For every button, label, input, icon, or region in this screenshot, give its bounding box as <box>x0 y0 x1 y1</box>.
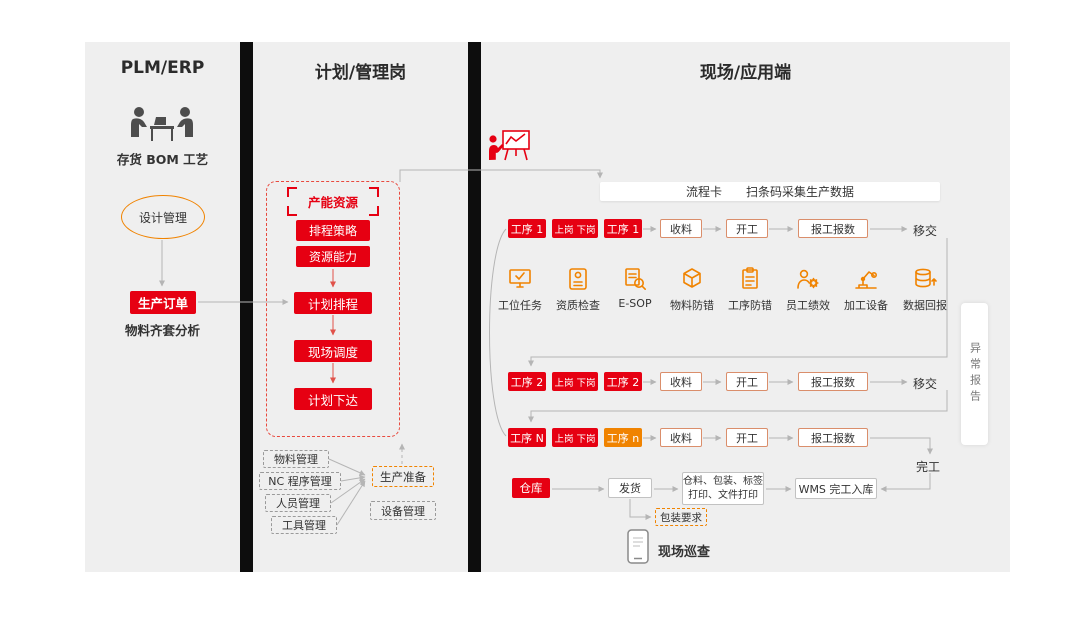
onoff-duty-box: 上岗 下岗 <box>552 428 598 447</box>
capacity-resource-node: 产能资源 <box>287 187 379 216</box>
warehouse-node: 仓库 <box>512 478 550 498</box>
machining-equipment-icon <box>855 271 877 289</box>
onoff-duty-box: 上岗 下岗 <box>552 219 598 238</box>
personnel-mgmt-node: 人员管理 <box>265 494 331 512</box>
workstation-task-icon <box>509 269 531 288</box>
onoff-duty-box: 上岗 下岗 <box>552 372 598 391</box>
exception-report-node: 异常报告 <box>961 303 988 445</box>
employee-performance-icon <box>797 269 819 289</box>
feature-label: 资质检查 <box>556 299 600 312</box>
feature-material-errorproof: 物料防错 <box>665 266 719 316</box>
site-title: 现场/应用端 <box>699 63 792 83</box>
corner-mark-icon <box>287 206 297 216</box>
design-management-node: 设计管理 <box>121 195 205 239</box>
work-report-box: 报工报数 <box>798 372 868 391</box>
corner-mark-icon <box>287 187 297 197</box>
receive-material-box: 收料 <box>660 372 702 391</box>
corner-mark-icon <box>369 206 379 216</box>
material-errorproof-icon <box>683 268 701 288</box>
work-report-box: 报工报数 <box>798 428 868 447</box>
divider-bar-2 <box>468 42 481 572</box>
feature-label: 数据回报 <box>903 299 947 312</box>
print-line-1: 仓料、包装、标签 <box>683 476 763 487</box>
feature-label: 员工绩效 <box>786 299 830 312</box>
feature-label: 加工设备 <box>844 299 888 312</box>
feature-label: 工位任务 <box>498 299 542 312</box>
material-kitting-label: 物料齐套分析 <box>124 323 200 338</box>
start-work-box: 开工 <box>726 219 768 238</box>
transfer-label: 移交 <box>913 377 938 391</box>
feature-esop: E-SOP <box>608 266 662 316</box>
complete-label: 完工 <box>916 460 941 474</box>
divider-bar-1 <box>240 42 253 572</box>
feature-qualification-check: 资质检查 <box>551 266 605 316</box>
staff-meeting-icon <box>126 103 198 145</box>
operation-box: 工序 n <box>604 428 642 447</box>
feature-label: E-SOP <box>618 297 652 310</box>
start-work-box: 开工 <box>726 428 768 447</box>
planning-title: 计划/管理岗 <box>314 63 407 83</box>
process-errorproof-icon <box>742 267 758 289</box>
production-prep-node: 生产准备 <box>372 466 434 487</box>
feature-label: 物料防错 <box>670 299 714 312</box>
plm-erp-title: PLM/ERP <box>120 58 205 78</box>
capacity-resource-label: 产能资源 <box>307 195 358 210</box>
feature-machining-equipment: 加工设备 <box>839 266 893 316</box>
production-order-node: 生产订单 <box>130 291 196 314</box>
feature-process-errorproof: 工序防错 <box>723 266 777 316</box>
work-report-box: 报工报数 <box>798 219 868 238</box>
feature-data-feedback: 数据回报 <box>898 266 952 316</box>
esop-icon <box>625 268 646 290</box>
feature-workstation-task: 工位任务 <box>493 266 547 316</box>
plm-caption: 存货 BOM 工艺 <box>116 152 209 167</box>
process-step-box: 工序 1 <box>508 219 546 238</box>
transfer-label: 移交 <box>913 224 938 238</box>
receive-material-box: 收料 <box>660 428 702 447</box>
scheduling-strategy-node: 排程策略 <box>296 220 370 241</box>
process-step-box: 工序 N <box>508 428 546 447</box>
ship-node: 发货 <box>608 478 652 498</box>
nc-program-mgmt-node: NC 程序管理 <box>259 472 341 490</box>
material-mgmt-node: 物料管理 <box>263 450 329 468</box>
start-work-box: 开工 <box>726 372 768 391</box>
exception-report-label: 异常报告 <box>968 342 982 406</box>
phone-icon <box>627 529 649 564</box>
print-node: 仓料、包装、标签 打印、文件打印 <box>682 472 764 505</box>
tool-mgmt-node: 工具管理 <box>271 516 337 534</box>
equipment-mgmt-node: 设备管理 <box>370 501 436 520</box>
packaging-req-node: 包装要求 <box>655 508 707 526</box>
operation-box: 工序 1 <box>604 219 642 238</box>
corner-mark-icon <box>369 187 379 197</box>
planning-scope-box <box>266 181 400 437</box>
site-inspection-label: 现场巡查 <box>658 545 711 560</box>
feature-label: 工序防错 <box>728 299 772 312</box>
process-card-banner: 流程卡 扫条码采集生产数据 <box>600 182 940 201</box>
feature-employee-performance: 员工绩效 <box>781 266 835 316</box>
receive-material-box: 收料 <box>660 219 702 238</box>
site-dispatch-node: 现场调度 <box>294 340 372 362</box>
resource-capability-node: 资源能力 <box>296 246 370 267</box>
plan-scheduling-node: 计划排程 <box>294 292 372 314</box>
data-feedback-icon <box>915 268 937 288</box>
operation-box: 工序 2 <box>604 372 642 391</box>
qualification-check-icon <box>569 268 587 290</box>
process-step-box: 工序 2 <box>508 372 546 391</box>
presenter-icon <box>487 127 533 171</box>
print-line-2: 打印、文件打印 <box>688 489 758 501</box>
plan-release-node: 计划下达 <box>294 388 372 410</box>
wms-node: WMS 完工入库 <box>795 478 877 499</box>
